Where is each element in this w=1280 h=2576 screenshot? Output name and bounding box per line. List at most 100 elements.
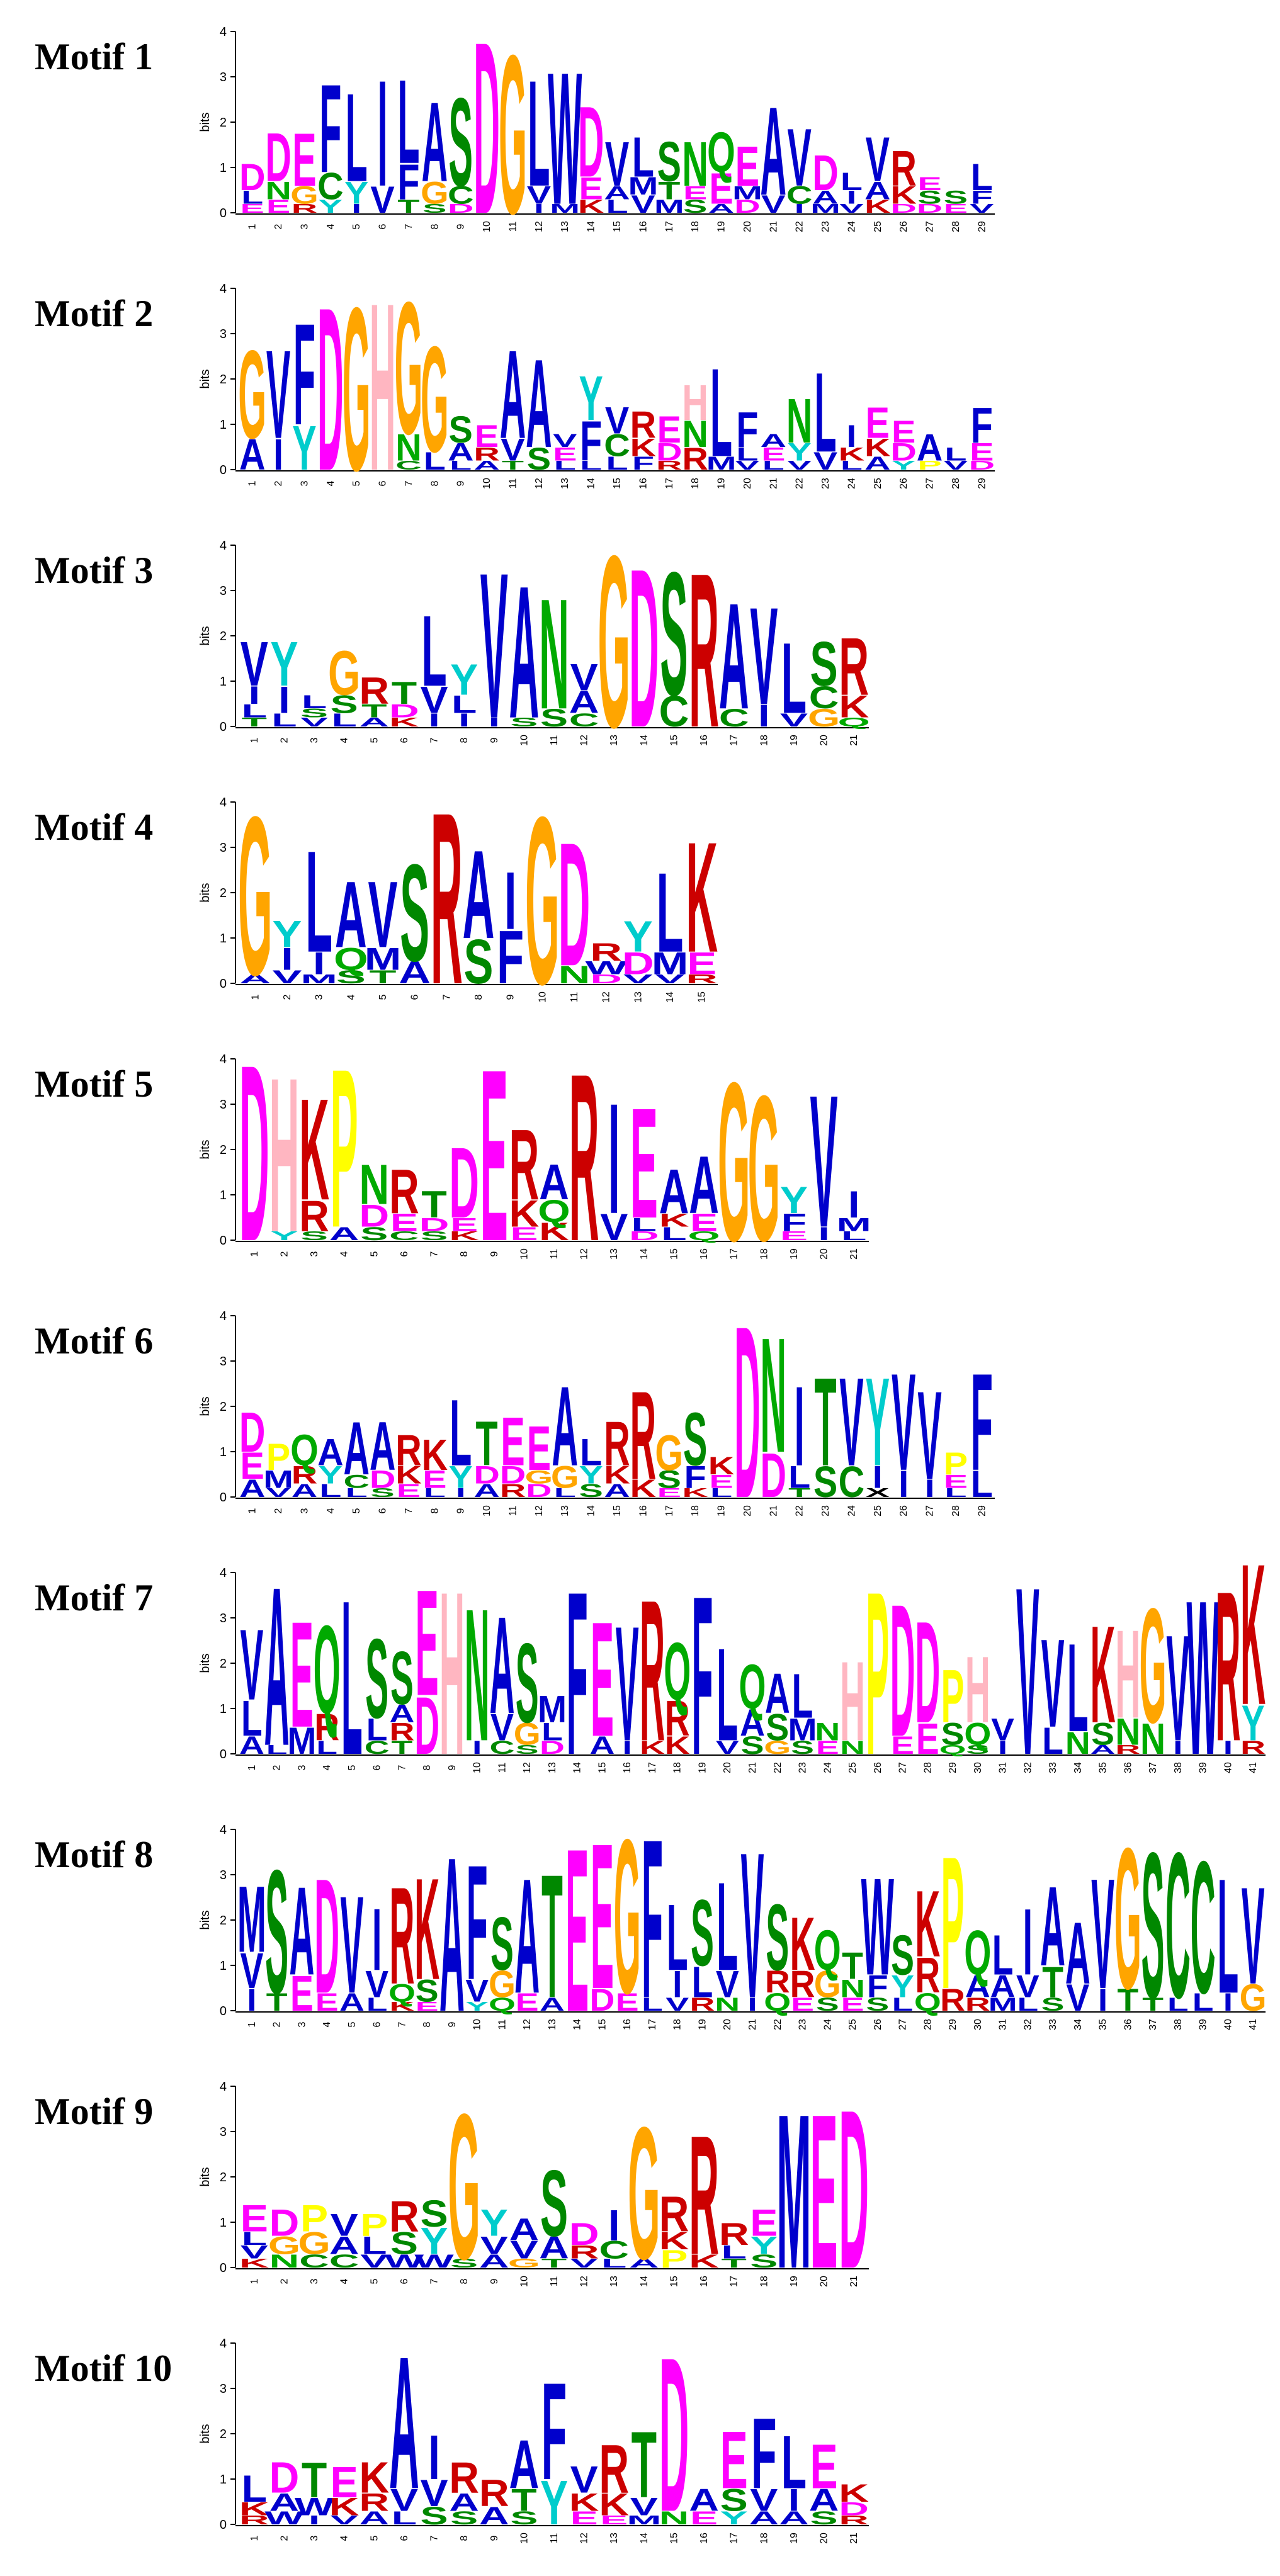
y-tick-label: 3 xyxy=(220,841,227,855)
position-label: 15 xyxy=(597,2019,608,2030)
residue-letter: L xyxy=(814,350,836,477)
position-label: 13 xyxy=(547,2019,558,2030)
position-label: 11 xyxy=(507,478,518,489)
position-label: 24 xyxy=(846,478,857,489)
position-label: 16 xyxy=(699,2276,710,2287)
residue-letter: L xyxy=(716,1856,738,1997)
residue-letter: D xyxy=(359,1199,389,1233)
residue-letter: A xyxy=(765,1661,790,1725)
residue-letter: R xyxy=(630,1366,656,1506)
residue-letter: I xyxy=(795,201,805,215)
position-label: 19 xyxy=(789,1248,800,1260)
residue-letter: V xyxy=(1066,1977,1089,2020)
residue-letter: S xyxy=(720,2483,748,2517)
residue-letter: A xyxy=(917,427,943,468)
residue-letter: R xyxy=(940,1982,965,2018)
position-label: 20 xyxy=(742,221,753,232)
residue-letter: D xyxy=(890,201,917,215)
position-label: 14 xyxy=(572,2019,583,2030)
residue-letter: Q xyxy=(964,1918,991,1988)
position-label: 9 xyxy=(489,1251,500,1257)
residue-letter: H xyxy=(840,1638,865,1765)
residue-letter: K xyxy=(414,1849,439,2010)
residue-letter: N xyxy=(815,1718,840,1746)
residue-letter: E xyxy=(750,2202,778,2244)
y-tick-label: 1 xyxy=(220,932,227,946)
residue-letter: K xyxy=(239,2256,269,2270)
position-label: 4 xyxy=(339,2278,350,2284)
residue-letter: G xyxy=(814,1963,841,2006)
residue-letter: L xyxy=(632,125,654,188)
residue-letter: F xyxy=(541,2354,567,2509)
residue-letter: V xyxy=(839,201,864,215)
residue-letter: L xyxy=(554,1486,576,1500)
y-tick-label: 0 xyxy=(220,2518,227,2532)
residue-letter: T xyxy=(242,715,268,729)
residue-letter: G xyxy=(448,2072,480,2303)
residue-letter: A xyxy=(473,1480,500,1501)
residue-letter: K xyxy=(790,1901,815,1986)
residue-letter: Y xyxy=(270,628,298,699)
residue-letter: G xyxy=(238,769,273,1022)
residue-letter: E xyxy=(292,117,316,201)
residue-letter: K xyxy=(640,1737,665,1758)
position-label: 8 xyxy=(459,1251,470,1257)
residue-letter: M xyxy=(706,453,737,473)
residue-letter: V xyxy=(750,579,778,733)
residue-letter: D xyxy=(473,1461,499,1489)
position-label: 1 xyxy=(247,480,258,486)
residue-letter: Y xyxy=(292,413,316,483)
residue-letter: G xyxy=(328,638,360,708)
residue-letter: M xyxy=(237,1867,266,1972)
residue-letter: D xyxy=(917,201,943,215)
position-label: 3 xyxy=(299,223,310,229)
residue-letter: E xyxy=(709,1471,733,1492)
residue-letter: A xyxy=(343,1406,370,1491)
residue-letter: A xyxy=(239,1731,264,1760)
residue-letter: S xyxy=(660,536,688,733)
y-axis-label: bits xyxy=(198,112,212,132)
residue-letter: I xyxy=(534,201,544,215)
residue-letter: I xyxy=(372,1890,382,1989)
position-label: 37 xyxy=(1148,1762,1158,1773)
residue-letter: V xyxy=(1166,1603,1189,1773)
position-label: 34 xyxy=(1073,1762,1084,1773)
residue-letter: L xyxy=(606,196,628,217)
position-label: 1 xyxy=(247,2021,258,2027)
residue-letter: A xyxy=(514,1844,540,2028)
residue-letter: A xyxy=(463,824,495,965)
residue-letter: W xyxy=(264,2507,304,2528)
residue-letter: L xyxy=(424,1486,446,1500)
residue-letter: E xyxy=(810,2431,838,2502)
position-label: 11 xyxy=(549,2533,560,2544)
residue-letter: G xyxy=(764,1737,791,1758)
residue-letter: Q xyxy=(538,1194,570,1229)
residue-letter: F xyxy=(971,397,993,453)
motif-title: Motif 7 xyxy=(35,1577,153,1618)
residue-letter: E xyxy=(241,1445,264,1487)
y-tick-label: 3 xyxy=(220,71,227,84)
residue-letter: E xyxy=(241,201,264,215)
residue-letter: S xyxy=(866,1994,889,2015)
position-label: 17 xyxy=(729,2276,740,2287)
position-label: 35 xyxy=(1098,1762,1109,1773)
position-label: 6 xyxy=(399,2535,410,2541)
residue-letter: V xyxy=(750,2483,778,2517)
residue-letter: L xyxy=(450,458,472,472)
position-label: 14 xyxy=(639,2276,650,2287)
residue-letter: I xyxy=(623,1737,632,1758)
residue-letter: R xyxy=(431,762,463,1036)
residue-letter: L xyxy=(316,1737,337,1758)
position-label: 25 xyxy=(873,478,883,489)
residue-letter: F xyxy=(319,59,341,200)
position-label: 2 xyxy=(282,994,293,1000)
residue-letter: L xyxy=(841,167,863,195)
residue-letter: A xyxy=(339,1988,365,2016)
position-label: 11 xyxy=(507,222,518,232)
residue-letter: L xyxy=(241,1690,263,1747)
residue-letter: L xyxy=(606,453,628,473)
y-tick-label: 1 xyxy=(220,1189,227,1202)
residue-letter: S xyxy=(516,1743,539,1757)
residue-letter: C xyxy=(1191,1822,1216,2033)
